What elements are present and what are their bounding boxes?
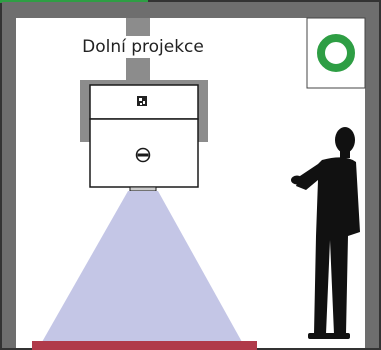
- right-wall: [365, 18, 379, 348]
- mount-pole: [126, 58, 150, 82]
- brand-logo-icon: [135, 147, 151, 163]
- mount-pole-top: [126, 18, 150, 38]
- light-beam: [42, 191, 242, 342]
- projection-screen: [32, 341, 257, 350]
- green-ring-icon: [317, 34, 355, 72]
- diagram-caption: Dolní projekce: [58, 36, 228, 58]
- projector-lens: [129, 186, 157, 192]
- top-accent-bar: [0, 0, 148, 3]
- qr-code-icon: [137, 96, 147, 106]
- left-wall: [2, 18, 16, 348]
- status-box: [306, 17, 366, 89]
- person-silhouette: [291, 127, 360, 339]
- ceiling-band: [2, 2, 379, 18]
